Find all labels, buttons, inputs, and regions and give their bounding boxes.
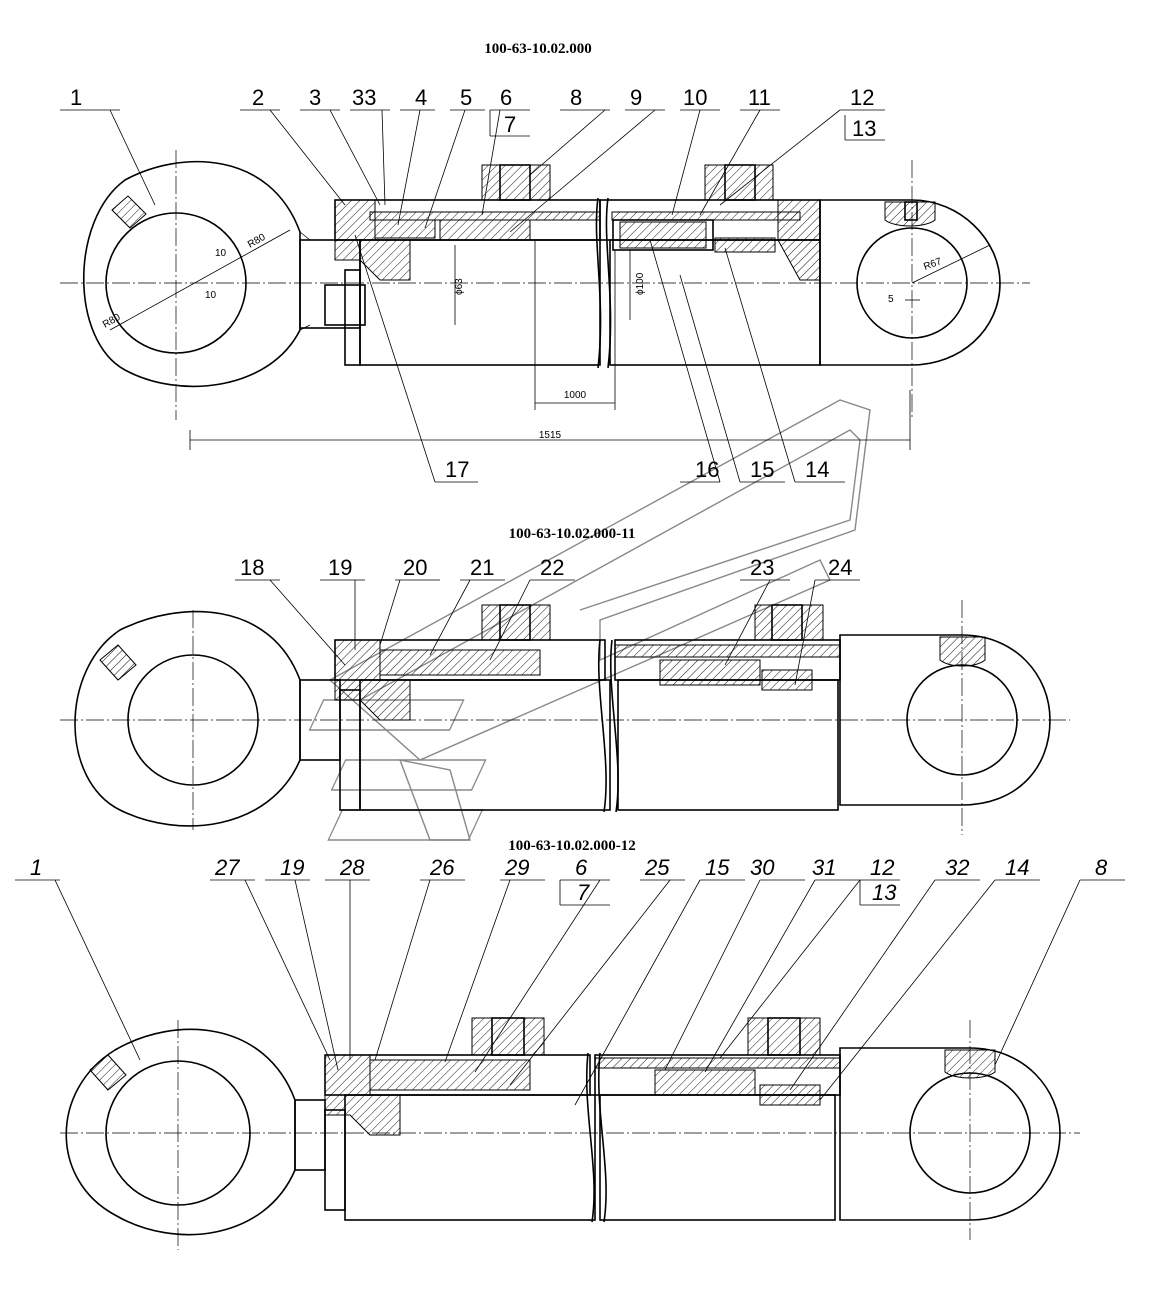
callout-v1-12: 12 bbox=[850, 85, 874, 110]
callout-v3-32: 32 bbox=[945, 855, 969, 880]
callout-v3-19: 19 bbox=[280, 855, 304, 880]
dim-10-a: 10 bbox=[215, 248, 227, 259]
callout-v1-1: 1 bbox=[70, 85, 82, 110]
piston bbox=[612, 219, 714, 251]
callout-v1-8: 8 bbox=[570, 85, 582, 110]
callout-v3-13: 13 bbox=[872, 880, 897, 905]
cap-eye-right bbox=[819, 199, 1001, 366]
callout-v1-4: 4 bbox=[415, 85, 427, 110]
view-title-base: 100-63-10.02.000 bbox=[484, 41, 592, 57]
port-boss-right bbox=[704, 164, 774, 201]
dim-r67: R67 bbox=[922, 256, 943, 273]
callout-v1-14: 14 bbox=[805, 457, 829, 482]
callout-v1-33: 33 bbox=[352, 85, 376, 110]
callout-v2-22: 22 bbox=[540, 555, 564, 580]
callout-v1-11: 11 bbox=[748, 85, 771, 110]
callout-v2-24: 24 bbox=[828, 555, 852, 580]
dim-bore-dia: ϕ100 bbox=[635, 272, 646, 295]
callout-v3-8: 8 bbox=[1095, 855, 1108, 880]
dim-5: 5 bbox=[888, 294, 894, 305]
callout-v1-5: 5 bbox=[460, 85, 472, 110]
view-title-12: 100-63-10.02.000-12 bbox=[508, 838, 636, 854]
callout-v2-21: 21 bbox=[470, 555, 494, 580]
rod-eye-left bbox=[82, 160, 301, 388]
callout-v3-25: 25 bbox=[644, 855, 670, 880]
dim-rod-dia: ϕ63 bbox=[454, 278, 465, 295]
callout-v1-2: 2 bbox=[252, 85, 264, 110]
callout-v2-18: 18 bbox=[240, 555, 264, 580]
callout-v1-13: 13 bbox=[852, 116, 876, 141]
dim-stroke: 1000 bbox=[564, 390, 587, 401]
view-title-11: 100-63-10.02.000-11 bbox=[509, 526, 636, 542]
callout-v3-27: 27 bbox=[214, 855, 240, 880]
callout-v3-1: 1 bbox=[30, 855, 42, 880]
rod-eye-bore bbox=[105, 212, 247, 354]
callout-v2-20: 20 bbox=[403, 555, 427, 580]
callout-v1-15: 15 bbox=[750, 457, 774, 482]
callout-v1-9: 9 bbox=[630, 85, 642, 110]
callout-v1-3: 3 bbox=[309, 85, 321, 110]
dim-10-b: 10 bbox=[205, 290, 217, 301]
callout-v3-15: 15 bbox=[705, 855, 730, 880]
port-boss-left bbox=[481, 164, 551, 201]
callout-v3-6: 6 bbox=[575, 855, 588, 880]
callout-v1-6: 6 bbox=[500, 85, 512, 110]
callout-v3-7: 7 bbox=[577, 880, 590, 905]
callout-v3-28: 28 bbox=[339, 855, 365, 880]
dim-r80-b: R80 bbox=[101, 312, 123, 331]
callout-v3-29: 29 bbox=[504, 855, 529, 880]
callout-v3-30: 30 bbox=[750, 855, 775, 880]
callout-v1-7: 7 bbox=[504, 112, 516, 137]
callout-v1-10: 10 bbox=[683, 85, 707, 110]
callout-v3-31: 31 bbox=[812, 855, 836, 880]
view-12-drawing: 1 27 19 28 26 29 6 7 25 15 30 31 12 13 3… bbox=[15, 855, 1125, 1250]
dim-length: 1515 bbox=[539, 430, 562, 441]
callout-v2-19: 19 bbox=[328, 555, 352, 580]
callout-v2-23: 23 bbox=[750, 555, 774, 580]
callout-v3-14: 14 bbox=[1005, 855, 1029, 880]
view-base-drawing: R80 R80 10 10 R67 5 ϕ63 ϕ100 1000 1515 bbox=[60, 85, 1030, 483]
callout-v3-12: 12 bbox=[870, 855, 894, 880]
callout-v1-17: 17 bbox=[445, 457, 469, 482]
dim-r80-a: R80 bbox=[246, 232, 268, 251]
callout-v3-26: 26 bbox=[429, 855, 455, 880]
view-11-drawing: 18 19 20 21 22 23 24 bbox=[60, 555, 1070, 835]
callout-v1-16: 16 bbox=[695, 457, 719, 482]
